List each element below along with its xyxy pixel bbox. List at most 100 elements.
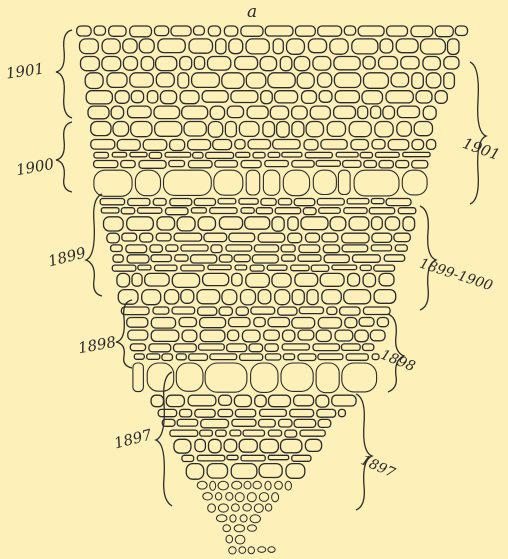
cell [342,363,377,392]
cell [81,57,100,71]
cell [147,91,158,103]
cell [288,233,302,243]
cell [362,91,383,104]
cell [156,233,171,241]
cell [318,73,332,87]
cell [102,57,121,71]
cell [254,318,265,327]
cell [253,152,265,158]
cell [281,363,313,391]
cell [402,170,427,195]
cell [241,161,261,168]
cell [241,26,263,36]
cell [86,91,112,104]
cell [138,208,162,214]
cell [151,255,171,262]
cell [226,535,233,543]
cell [239,439,257,452]
cell [209,439,222,453]
cell [210,208,237,214]
cell [166,395,184,406]
cell [240,515,247,522]
cell [226,245,252,251]
cell [224,26,237,36]
cell [101,208,119,213]
cell [171,26,191,36]
cell [318,26,342,36]
cell [154,106,180,119]
cell [377,318,388,327]
cell [231,464,257,479]
cell [182,106,208,119]
cell [174,344,197,352]
cell [214,170,243,195]
cell [403,152,430,156]
cell [250,265,264,271]
cell [308,39,326,53]
cell [166,208,189,215]
cell [157,217,175,230]
cell [292,318,315,329]
cell [239,547,246,554]
cell [127,318,148,328]
cell [206,152,234,158]
cell [239,199,258,205]
cell [258,233,285,242]
cell [199,344,225,350]
cell [234,525,244,532]
cell [351,140,369,150]
cell [232,481,242,489]
cell [444,73,455,89]
cell [112,152,126,157]
cell [242,330,260,342]
cell [232,273,242,286]
cell [153,307,169,314]
cell [251,363,278,392]
cell [369,208,394,214]
cell [264,330,280,340]
cell [235,535,245,544]
cell [141,57,154,71]
cell [203,273,229,285]
cell [94,170,132,196]
cell [107,233,120,243]
cell [228,330,239,341]
cell [235,57,258,70]
cell [319,91,332,103]
cell [426,73,441,88]
cell [278,307,297,315]
cell [243,504,251,511]
cell [343,161,361,168]
cell [340,307,360,315]
cell [133,363,144,392]
cell [210,106,224,119]
cell [448,39,460,55]
cell [155,265,178,271]
cell [275,290,290,305]
cell [88,106,109,119]
cell [411,26,433,37]
cell [132,273,142,286]
cell [292,161,314,168]
cell [316,395,329,407]
cell [177,217,195,231]
cell [197,481,207,489]
cell [208,122,222,138]
cell [455,26,467,36]
cell [344,290,371,304]
cell [246,273,270,287]
cell [223,525,231,532]
cell [320,273,344,286]
cell [149,344,171,352]
cell [280,57,292,71]
cell [170,140,185,151]
cell [372,140,385,149]
cell [265,354,280,360]
cell [332,265,357,270]
cell [126,245,147,253]
cell [359,318,374,327]
cell [208,57,231,71]
cell [240,354,263,361]
cell [379,273,394,285]
cell [345,318,357,328]
